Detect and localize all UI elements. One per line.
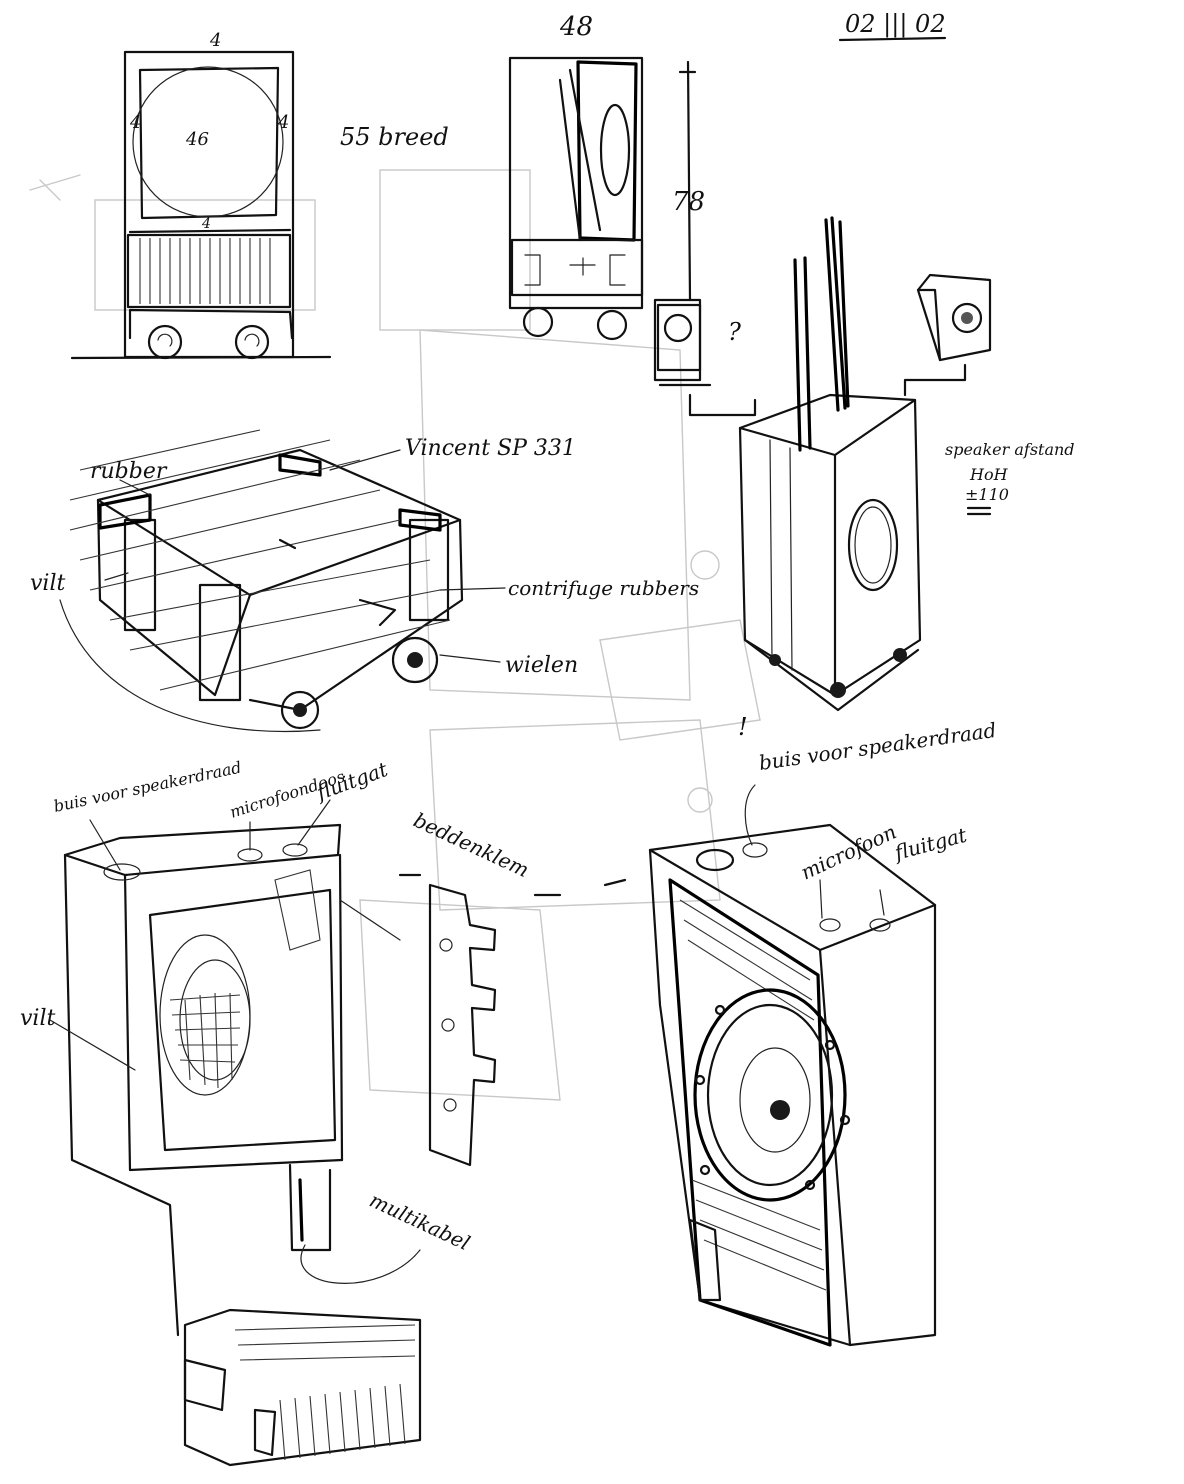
stand-note-2: HoH [969, 465, 1009, 484]
speaker-stand-sketch: speaker afstand HoH ±110 [653, 216, 1075, 712]
top-left-elevation: 4 4 46 4 4 [70, 30, 332, 360]
label-vilt-cart: vilt [30, 571, 66, 596]
width-note: 55 breed [340, 123, 449, 151]
dim-width: 48 [559, 12, 593, 42]
dim-top: 4 [209, 30, 221, 51]
dim-right: 4 [277, 112, 289, 133]
label-vilt-open: vilt [20, 1006, 56, 1031]
cabinet-open-sketch [49, 799, 422, 1467]
label-rubber: rubber [90, 459, 168, 484]
date-underline [838, 36, 947, 42]
label-buis-closed: buis voor speakerdraad [757, 718, 997, 775]
label-fluitgat-closed: fluitgat [890, 822, 970, 865]
label-multikabel: multikabel [366, 1188, 474, 1255]
label-microfoon: microfoon [797, 819, 900, 884]
dim-bottom: 4 [201, 216, 211, 232]
label-buis-open: buis voor speakerdraad [52, 758, 243, 816]
stand-note-1: speaker afstand [945, 440, 1075, 459]
dim-center: 46 [185, 129, 209, 150]
cart-sketch [59, 429, 506, 733]
bed-clamp-sketch [428, 883, 497, 1167]
dim-height: 78 [672, 187, 705, 217]
label-beddenklem: beddenklem [410, 808, 533, 882]
dashed-connector [398, 873, 627, 897]
exclaim-mark: ! [738, 713, 748, 741]
dim-left: 4 [129, 112, 141, 133]
label-fluitgat-open: fluitgat [312, 757, 392, 806]
sheet-date: 02 ||| 02 [845, 10, 946, 39]
top-middle-elevation: 48 78 ? [508, 12, 741, 372]
label-wielen: wielen [505, 653, 578, 678]
stand-note-3: ±110 [965, 485, 1009, 504]
label-contrifuge: contrifuge rubbers [508, 576, 699, 600]
label-vincent: Vincent SP 331 [405, 436, 576, 461]
question-mark: ? [728, 318, 741, 346]
cabinet-closed-sketch [648, 784, 937, 1347]
